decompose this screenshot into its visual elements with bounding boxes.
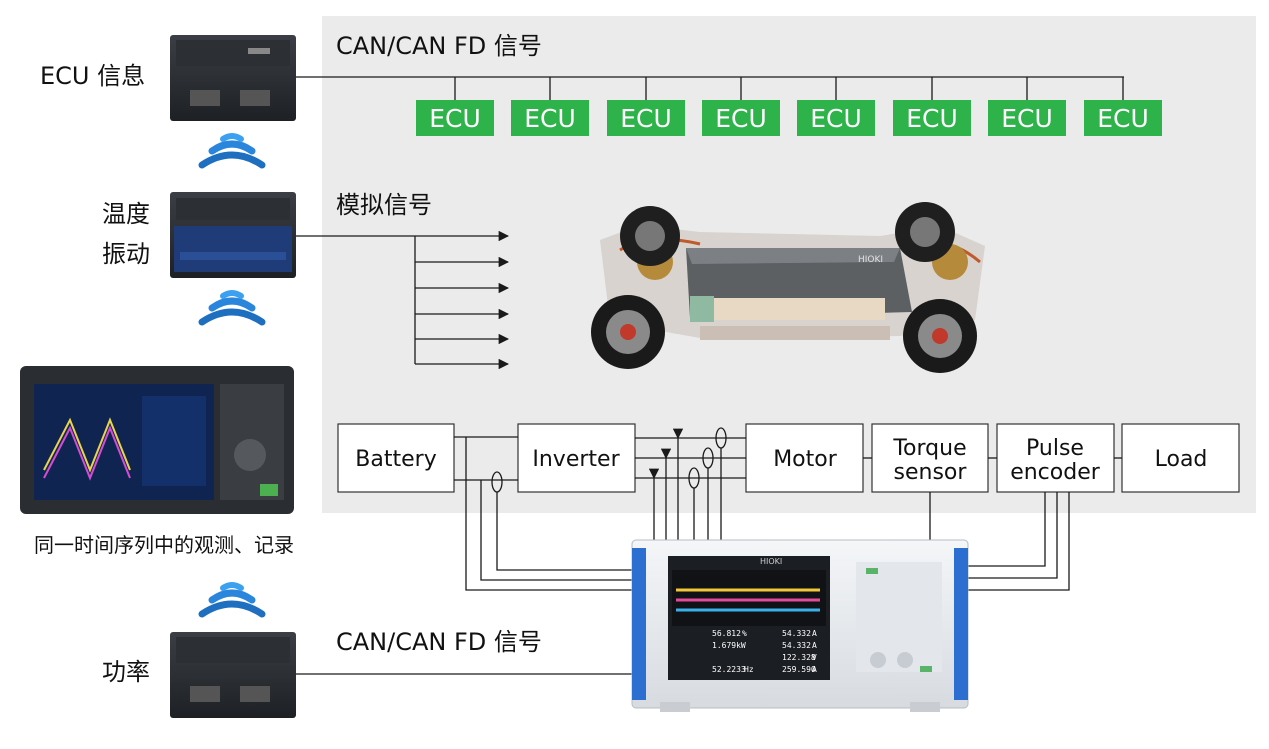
- ev-chassis-illustration: HIOKI: [591, 202, 985, 373]
- ecu-node: ECU: [607, 77, 685, 136]
- svg-text:HIOKI: HIOKI: [858, 255, 883, 265]
- svg-text:Torque: Torque: [892, 436, 966, 461]
- powertrain-row: Battery Inverter Motor Torque sensor Pul…: [337, 423, 1240, 493]
- svg-text:Motor: Motor: [773, 447, 838, 472]
- temperature-label: 温度: [102, 200, 150, 228]
- svg-text:A: A: [812, 641, 817, 650]
- pulse-encoder-box: Pulse encoder: [996, 423, 1115, 493]
- svg-text:56.812: 56.812: [712, 629, 741, 638]
- inverter-box: Inverter: [517, 423, 636, 493]
- svg-text:Pulse: Pulse: [1026, 436, 1084, 461]
- svg-text:ECU: ECU: [715, 104, 767, 133]
- svg-text:V: V: [812, 653, 817, 662]
- svg-text:1.679kW: 1.679kW: [712, 641, 746, 650]
- analog-signal-lines: [296, 230, 510, 370]
- can-logger-top: [170, 35, 296, 121]
- wifi-icon: [198, 290, 266, 326]
- battery-box: Battery: [337, 423, 455, 493]
- ecu-node-row: ECU ECU ECU ECU ECU ECU: [416, 77, 1162, 136]
- svg-text:259.590: 259.590: [782, 665, 816, 674]
- power-label: 功率: [102, 658, 150, 686]
- svg-text:Hz: Hz: [744, 665, 754, 674]
- torque-sensor-box: Torque sensor: [871, 423, 989, 493]
- can-bottom-label: CAN/CAN FD 信号: [336, 628, 542, 656]
- svg-text:A: A: [812, 665, 817, 674]
- wifi-icon: [198, 582, 266, 618]
- sync-caption: 同一时间序列中的观测、记录: [34, 533, 294, 557]
- ecu-info-label: ECU 信息: [40, 62, 145, 90]
- analog-logger: [170, 192, 296, 278]
- ecu-node: ECU: [988, 77, 1066, 136]
- svg-text:122.328: 122.328: [782, 653, 816, 662]
- svg-text:HIOKI: HIOKI: [760, 557, 782, 566]
- svg-text:A: A: [812, 629, 817, 638]
- analyzer-readings: 56.812 % 54.332 A 1.679kW 54.332 A 122.3…: [712, 629, 817, 674]
- svg-text:52.2233: 52.2233: [712, 665, 746, 674]
- power-wiring: [454, 427, 1122, 591]
- svg-text:ECU: ECU: [810, 104, 862, 133]
- svg-text:Battery: Battery: [355, 447, 436, 472]
- svg-text:ECU: ECU: [1001, 104, 1053, 133]
- svg-text:sensor: sensor: [894, 460, 968, 485]
- svg-text:ECU: ECU: [620, 104, 672, 133]
- vibration-label: 振动: [102, 240, 150, 268]
- svg-text:54.332: 54.332: [782, 629, 811, 638]
- svg-text:ECU: ECU: [1097, 104, 1149, 133]
- memory-hilogger-display: [20, 366, 294, 514]
- ecu-node: ECU: [416, 77, 494, 136]
- ecu-node: ECU: [1084, 77, 1162, 136]
- ecu-node: ECU: [797, 77, 875, 136]
- ecu-node: ECU: [511, 77, 589, 136]
- can-top-label: CAN/CAN FD 信号: [336, 32, 542, 60]
- svg-text:ECU: ECU: [906, 104, 958, 133]
- ecu-node: ECU: [702, 77, 780, 136]
- can-logger-bottom: [170, 632, 296, 718]
- power-analyzer: HIOKI 56.812 % 54.332 A 1.679kW 54.332 A…: [631, 539, 969, 712]
- svg-text:Inverter: Inverter: [532, 447, 620, 472]
- wifi-icon: [198, 133, 266, 169]
- svg-text:Load: Load: [1155, 447, 1208, 472]
- svg-text:ECU: ECU: [429, 104, 481, 133]
- ecu-node: ECU: [893, 77, 971, 136]
- svg-text:%: %: [742, 629, 747, 638]
- analog-signal-label: 模拟信号: [336, 191, 432, 219]
- motor-box: Motor: [745, 423, 864, 493]
- svg-text:ECU: ECU: [524, 104, 576, 133]
- svg-text:54.332: 54.332: [782, 641, 811, 650]
- svg-text:encoder: encoder: [1010, 460, 1101, 485]
- load-box: Load: [1121, 423, 1240, 493]
